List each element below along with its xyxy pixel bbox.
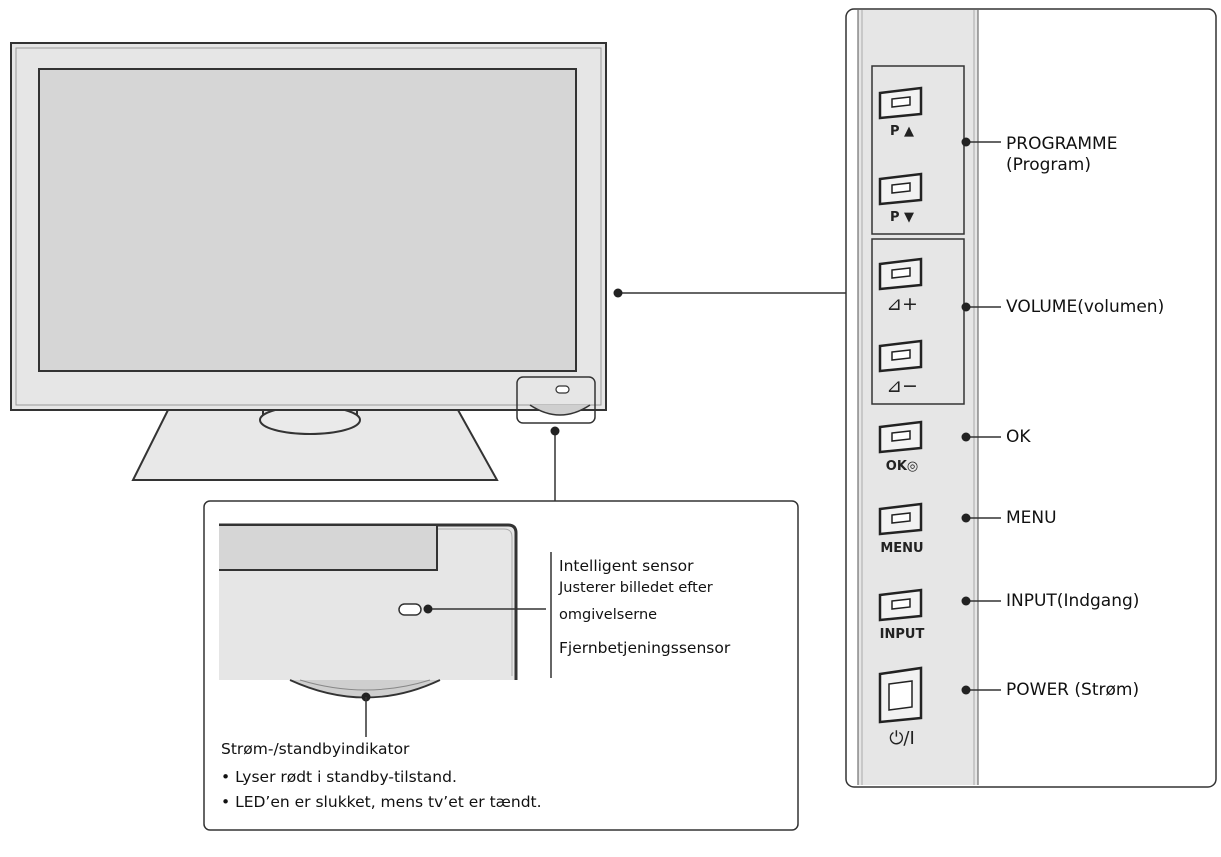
- label-programme: PROGRAMME: [1006, 134, 1118, 154]
- button-input[interactable]: [878, 588, 923, 622]
- tv-body: [10, 42, 607, 411]
- caption-input: INPUT: [879, 627, 925, 642]
- label-volume: VOLUME(volumen): [1006, 297, 1165, 317]
- leader-power: [961, 685, 1001, 695]
- caption-menu: MENU: [880, 541, 924, 556]
- side-panel: [845, 8, 1217, 788]
- button-program-down[interactable]: [878, 172, 923, 206]
- label-input: INPUT(Indgang): [1006, 591, 1140, 611]
- inset-box: [203, 500, 799, 831]
- label-intelligent-sensor: Intelligent sensor: [559, 557, 694, 575]
- tv-stand: [131, 405, 499, 481]
- caption-power: ⏻/I: [889, 728, 915, 749]
- label-standby-indicator: Strøm-/standbyindikator: [221, 740, 410, 758]
- caption-program-down: P ▼: [889, 210, 915, 225]
- button-ok[interactable]: [878, 420, 923, 454]
- side-connector: [613, 288, 848, 298]
- label-programme-sub: (Program): [1006, 155, 1091, 175]
- label-remote-sensor: Fjernbetjeningssensor: [559, 639, 731, 657]
- leader-menu: [961, 513, 1001, 523]
- label-sensor-desc-1: Justerer billedet efter: [559, 580, 713, 596]
- label-sensor-desc-2: omgivelserne: [559, 607, 658, 623]
- label-ok: OK: [1006, 427, 1031, 447]
- leader-input: [961, 596, 1001, 606]
- front-sensor: [516, 376, 596, 424]
- button-power[interactable]: [878, 666, 923, 724]
- label-power: POWER (Strøm): [1006, 680, 1140, 700]
- leader-ok: [961, 432, 1001, 442]
- label-menu: MENU: [1006, 508, 1057, 528]
- caption-ok: OK◎: [885, 459, 919, 474]
- button-menu[interactable]: [878, 502, 923, 536]
- button-volume-up[interactable]: [878, 257, 923, 291]
- note-led-off: • LED’en er slukket, mens tv’et er tændt…: [221, 793, 542, 811]
- caption-volume-up: ⊿+: [886, 293, 918, 315]
- caption-volume-down: ⊿−: [886, 375, 918, 397]
- leader-volume: [961, 302, 1001, 312]
- button-volume-down[interactable]: [878, 339, 923, 373]
- note-standby-red: • Lyser rødt i standby-tilstand.: [221, 768, 457, 786]
- leader-programme: [961, 137, 1001, 147]
- caption-program-up: P ▲: [889, 124, 915, 139]
- button-program-up[interactable]: [878, 86, 923, 120]
- inset-connector: [550, 426, 560, 501]
